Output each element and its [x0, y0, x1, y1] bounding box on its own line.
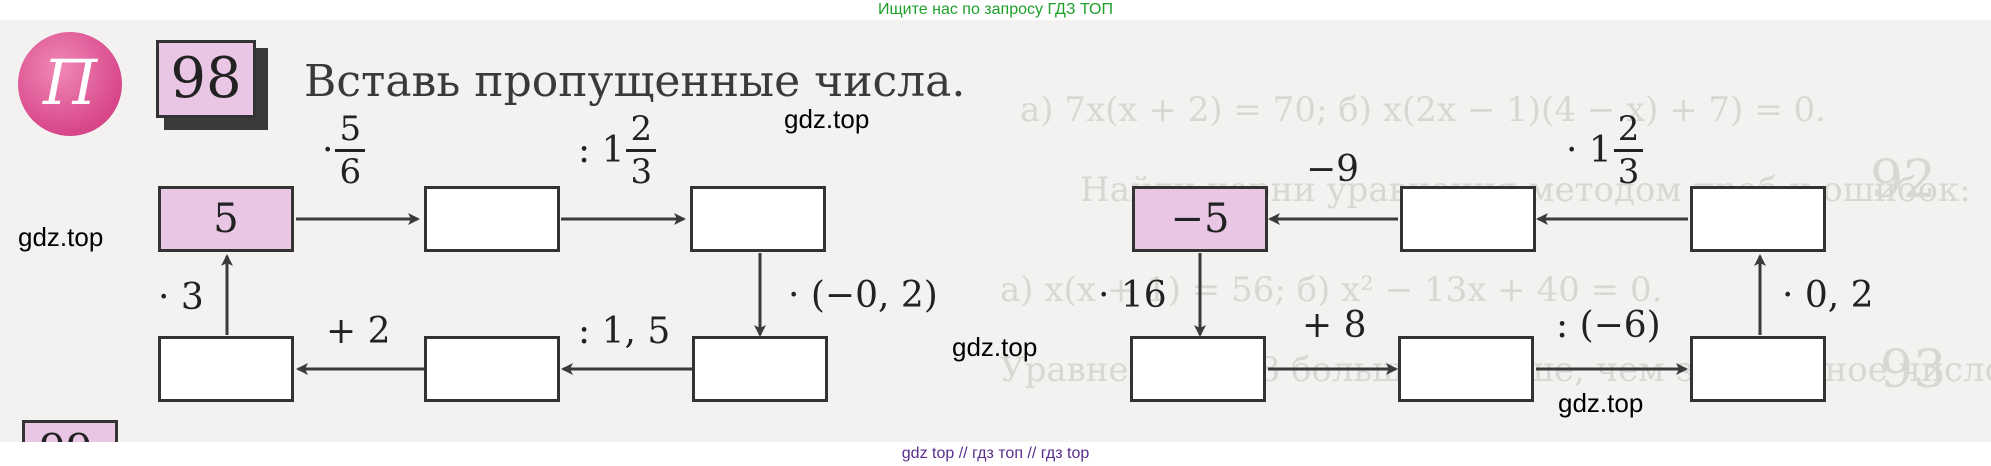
- bottom-banner: gdz top // гдз топ // гдз top: [0, 442, 1991, 466]
- left-op-3: · (−0, 2): [788, 275, 938, 316]
- background-text-line1: а) 7x(x + 2) = 70; б) x(2x − 1)(4 − x) +…: [1020, 90, 1826, 130]
- fraction-bar: [1613, 149, 1644, 152]
- task-title: Вставь пропущенные числа.: [304, 56, 966, 107]
- left-op-2-prefix: : 1: [578, 129, 625, 171]
- left-op-2: : 1 2 3: [578, 109, 657, 192]
- fraction-numerator: 2: [630, 109, 653, 149]
- next-task-number: 99: [22, 420, 118, 442]
- right-box-2[interactable]: [1400, 186, 1536, 252]
- left-op-1-fraction: 5 6: [335, 109, 366, 192]
- left-op-5: + 2: [326, 311, 391, 352]
- fraction-bar: [335, 149, 366, 152]
- left-box-5[interactable]: [424, 336, 560, 402]
- right-op-1-prefix: · 1: [1566, 129, 1612, 171]
- right-box-3[interactable]: [1690, 186, 1826, 252]
- watermark-4: gdz.top: [1558, 388, 1644, 418]
- right-op-6: · 0, 2: [1782, 275, 1874, 316]
- chain-arrows: [221, 213, 1766, 375]
- pi-badge-icon: П: [18, 32, 122, 136]
- right-op-3: · 16: [1098, 275, 1167, 316]
- left-box-2[interactable]: [424, 186, 560, 252]
- fraction-bar: [626, 149, 657, 152]
- left-op-1-prefix: ·: [322, 129, 334, 171]
- fraction-numerator: 2: [1617, 109, 1640, 149]
- fraction-denominator: 3: [1617, 152, 1640, 192]
- left-box-4[interactable]: [692, 336, 828, 402]
- left-box-3[interactable]: [690, 186, 826, 252]
- right-op-4: + 8: [1302, 305, 1367, 346]
- left-box-start: 5: [158, 186, 294, 252]
- task-number: 98: [156, 40, 256, 118]
- fraction-numerator: 5: [339, 109, 362, 149]
- fraction-denominator: 3: [630, 152, 653, 192]
- left-op-1: · 5 6: [322, 109, 366, 192]
- watermark-3: gdz.top: [952, 332, 1038, 362]
- left-box-6[interactable]: [158, 336, 294, 402]
- background-text-line3: а) x(x + 1) = 56; б) x² − 13x + 40 = 0.: [1000, 270, 1663, 310]
- side-number-92: 92: [1870, 150, 1937, 210]
- right-box-5[interactable]: [1398, 336, 1534, 402]
- right-box-start: −5: [1132, 186, 1268, 252]
- right-box-6[interactable]: [1130, 336, 1266, 402]
- left-op-2-fraction: 2 3: [626, 109, 657, 192]
- left-op-4: : 1, 5: [578, 311, 671, 352]
- left-op-6: · 3: [158, 277, 204, 318]
- right-op-5: : (−6): [1556, 305, 1661, 346]
- top-banner: Ищите нас по запросу ГДЗ ТОП: [878, 1, 1113, 18]
- right-box-4[interactable]: [1690, 336, 1826, 402]
- watermark-1: gdz.top: [784, 104, 870, 134]
- side-number-93: 93: [1880, 340, 1947, 400]
- right-op-1: · 1 2 3: [1566, 109, 1644, 192]
- right-op-1-fraction: 2 3: [1613, 109, 1644, 192]
- textbook-page: а) 7x(x + 2) = 70; б) x(2x − 1)(4 − x) +…: [0, 20, 1991, 442]
- fraction-denominator: 6: [339, 152, 362, 192]
- watermark-2: gdz.top: [18, 222, 104, 252]
- right-op-2: −9: [1306, 149, 1360, 190]
